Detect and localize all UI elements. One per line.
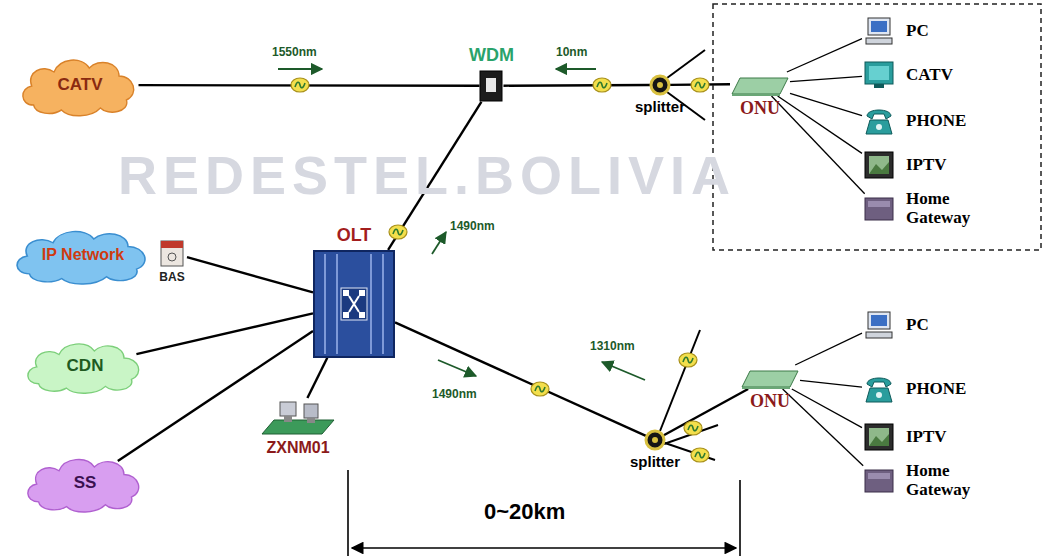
wavelength-label: 1490nm: [432, 388, 477, 401]
end-device: Home Gateway: [862, 190, 1006, 227]
dimension-label: 0~20km: [484, 500, 565, 524]
network-cloud: CDN: [20, 335, 150, 397]
fiber-link: [795, 333, 862, 365]
hg-icon: [862, 194, 896, 224]
tv-icon: [862, 60, 896, 90]
node-label: OLT: [337, 226, 372, 246]
iptv-icon: [862, 150, 896, 180]
splitter-icon: [644, 429, 666, 451]
iptv-icon: [862, 422, 896, 452]
olt-device: OLT: [313, 226, 395, 358]
node-label: PHONE: [906, 112, 966, 131]
pc-icon: [862, 310, 896, 340]
node-label: splitter: [635, 99, 685, 116]
onu-device: ONU: [730, 72, 790, 119]
bas-icon: [157, 238, 187, 268]
management-station: ZXNM01: [260, 398, 336, 457]
node-label: IP Network: [42, 246, 124, 264]
splitter-icon: [649, 74, 671, 96]
fiber-link: [504, 84, 651, 87]
fiber-link: [772, 96, 865, 194]
node-label: ONU: [750, 392, 790, 412]
node-label: BAS: [159, 271, 184, 284]
wavelength-label: 1550nm: [272, 46, 317, 59]
node-label: IPTV: [906, 428, 947, 447]
onu-device: ONU: [740, 365, 800, 412]
pc-icon: [862, 16, 896, 46]
node-label: PC: [906, 316, 929, 335]
node-label: CATV: [57, 76, 102, 95]
onu-icon: [730, 72, 790, 96]
hg-icon: [862, 466, 896, 496]
fiber-link: [395, 322, 646, 436]
network-cloud: CATV: [15, 50, 145, 120]
fiber-link: [778, 96, 862, 153]
node-label: Home Gateway: [906, 190, 1006, 227]
onu-icon: [740, 365, 800, 389]
phone-icon: [862, 106, 896, 136]
node-label: CATV: [906, 66, 953, 85]
bas-server: BAS: [157, 238, 187, 284]
node-label: PC: [906, 22, 929, 41]
node-label: splitter: [630, 454, 680, 471]
dimension-line: [348, 470, 740, 556]
end-device: CATV: [862, 60, 953, 90]
optical-splitter: splitter: [635, 74, 685, 116]
node-label: IPTV: [906, 156, 947, 175]
end-device: PC: [862, 310, 929, 340]
nm-icon: [260, 398, 336, 436]
watermark: REDESTEL.BOLIVIA: [118, 146, 736, 205]
node-label: Home Gateway: [906, 462, 1006, 499]
group-outline: [713, 4, 1041, 250]
end-device: PHONE: [862, 106, 966, 136]
end-device: PHONE: [862, 374, 966, 404]
end-device: Home Gateway: [862, 462, 1006, 499]
optical-splitter: splitter: [630, 429, 680, 471]
node-label: SS: [74, 474, 97, 493]
end-device: IPTV: [862, 422, 947, 452]
wdm-icon: [479, 70, 503, 102]
olt-icon: [313, 250, 395, 358]
wavelength-label: 1310nm: [590, 340, 635, 353]
phone-icon: [862, 374, 896, 404]
fiber-link: [783, 389, 864, 466]
fiber-link: [787, 39, 862, 72]
network-cloud: SS: [20, 450, 150, 516]
end-device: PC: [862, 16, 929, 46]
fiber-link: [790, 76, 862, 81]
node-label: ONU: [740, 99, 780, 119]
node-label: ZXNM01: [266, 439, 329, 457]
node-label: WDM: [469, 46, 514, 66]
wdm-coupler: WDM: [469, 46, 514, 102]
node-label: CDN: [67, 357, 104, 376]
fiber-connector: [291, 78, 709, 462]
wavelength-label: 1490nm: [450, 220, 495, 233]
wavelength-label: 10nm: [556, 46, 587, 59]
fiber-link: [187, 257, 313, 292]
network-cloud: IP Network: [8, 222, 158, 288]
fiber-link: [800, 380, 862, 387]
end-device: IPTV: [862, 150, 947, 180]
fiber-link: [307, 358, 327, 398]
node-label: PHONE: [906, 380, 966, 399]
direction-arrow: [278, 69, 645, 380]
